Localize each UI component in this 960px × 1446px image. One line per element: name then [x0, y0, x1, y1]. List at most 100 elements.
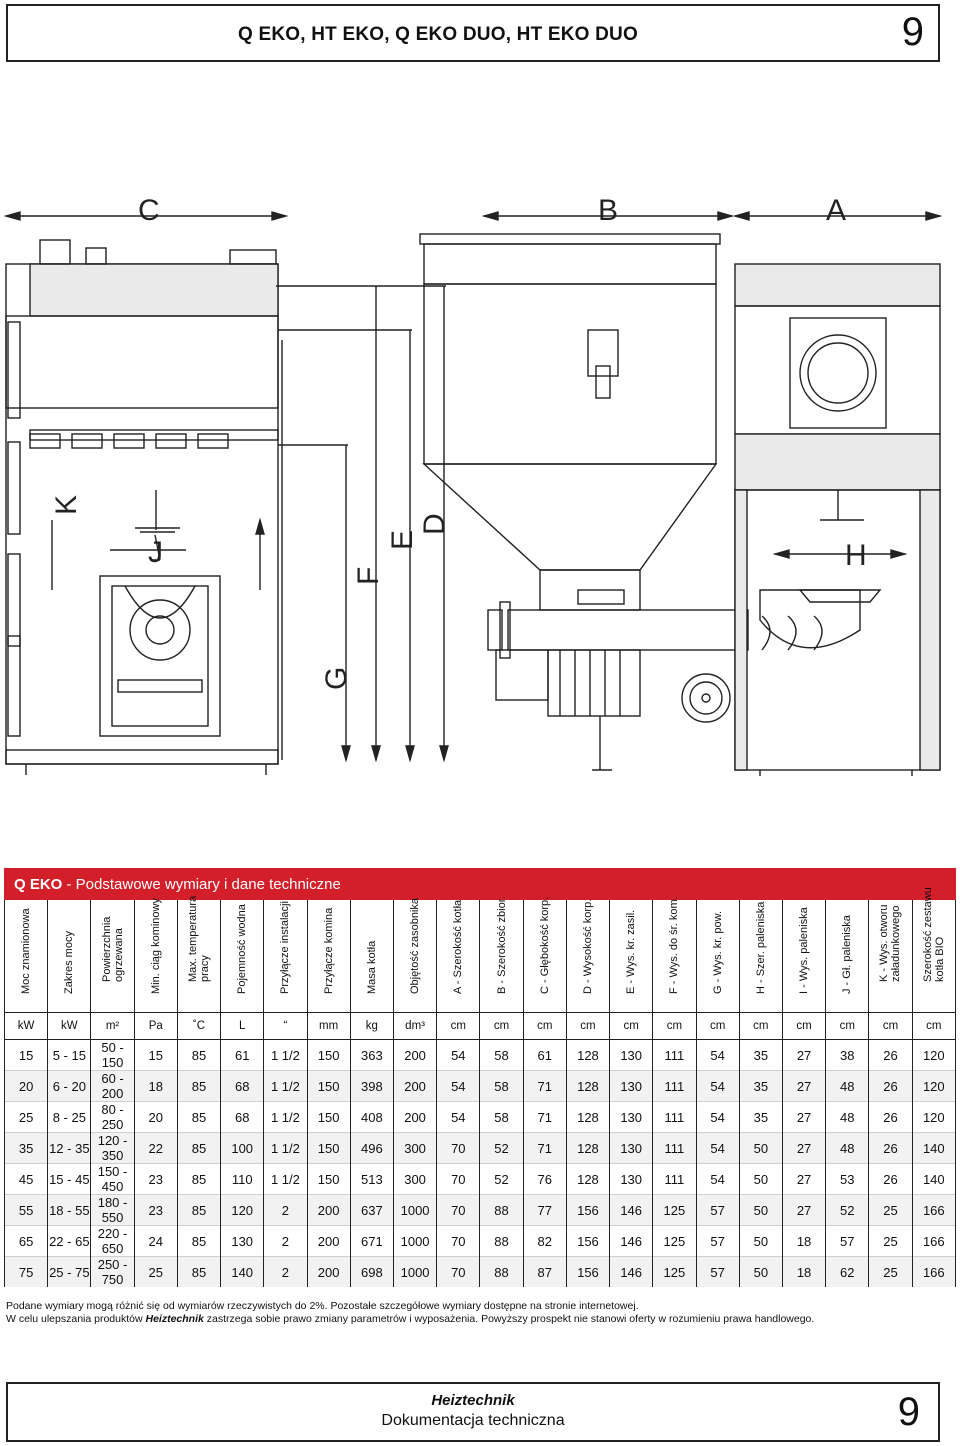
table-cell: 130 [609, 1039, 654, 1071]
table-cell: 54 [695, 1132, 740, 1164]
table-cell: 80 - 250 [90, 1101, 135, 1133]
table-cell: 68 [220, 1070, 265, 1102]
column-header: Min. ciąg kominowy [133, 898, 178, 1013]
column-header: Pojemność wodna [220, 900, 265, 1013]
column-header-label: B - Szerokość zbior. [495, 896, 508, 994]
table-cell: 85 [176, 1070, 222, 1102]
dim-label-e: E [386, 530, 419, 550]
table-cell: 111 [652, 1163, 697, 1195]
table-cell: 128 [565, 1039, 611, 1071]
table-cell: 180 - 550 [90, 1194, 135, 1226]
section-title-rest: - Podstawowe wymiary i dane techniczne [62, 876, 341, 893]
table-cell: 57 [825, 1225, 870, 1257]
footer-page-number: 9 [897, 1390, 920, 1434]
column-header-label: Przyłącze komina [322, 907, 335, 994]
table-cell: 77 [522, 1194, 567, 1226]
table-cell: 70 [436, 1194, 481, 1226]
column-header: Moc znamionowa [3, 900, 49, 1013]
table-cell: 61 [220, 1039, 265, 1071]
table-cell: 130 [609, 1163, 654, 1195]
page-header: Q EKO, HT EKO, Q EKO DUO, HT EKO DUO 9 [6, 4, 940, 62]
table-cell: 50 [738, 1194, 783, 1226]
table-cell: 128 [565, 1101, 611, 1133]
column-header: D - Wysokość korp. [565, 898, 611, 1013]
table-cell: 68 [220, 1101, 265, 1133]
table-cell: 85 [176, 1101, 222, 1133]
table-cell: 24 [133, 1225, 178, 1257]
table-cell: 35 [738, 1070, 783, 1102]
dim-label-g: G [320, 667, 353, 690]
table-cell: 45 [3, 1163, 49, 1195]
dim-label-b: B [598, 194, 618, 227]
table-cell: 26 [868, 1132, 913, 1164]
table-cell: 62 [825, 1256, 870, 1287]
column-header: Masa kotła [349, 900, 394, 1013]
column-header-label: J - Gł. paleniska [841, 915, 854, 994]
section-title-bold: Q EKO [14, 876, 63, 893]
section-title: Q EKO - Podstawowe wymiary i dane techni… [4, 868, 956, 900]
table-cell: 6 - 20 [47, 1070, 92, 1102]
table-cell: 71 [522, 1101, 567, 1133]
dim-label-a: A [826, 194, 846, 227]
page-title: Q EKO, HT EKO, Q EKO DUO, HT EKO DUO [238, 24, 638, 45]
table-cell: 27 [781, 1039, 827, 1071]
table-cell: 220 - 650 [90, 1225, 135, 1257]
table-cell: 76 [522, 1163, 567, 1195]
table-cell: 5 - 15 [47, 1039, 92, 1071]
table-cell: 125 [652, 1256, 697, 1287]
column-header-label: Pojemność wodna [236, 904, 249, 994]
table-cell: 1 1/2 [263, 1101, 308, 1133]
table-cell: 15 - 45 [47, 1163, 92, 1195]
table-cell: 2 [263, 1194, 308, 1226]
table-cell: 27 [781, 1194, 827, 1226]
table-cell: 1000 [392, 1256, 438, 1287]
table-cell: 85 [176, 1039, 222, 1071]
table-cell: 25 - 75 [47, 1256, 92, 1287]
table-cell: 140 [911, 1132, 957, 1164]
table-cell: 200 [306, 1256, 351, 1287]
column-unit: cm [479, 1012, 524, 1040]
table-cell: 57 [695, 1256, 740, 1287]
column-unit: cm [911, 1012, 957, 1040]
table-cell: 363 [349, 1039, 394, 1071]
table-cell: 156 [565, 1256, 611, 1287]
column-header: Zakres mocy [47, 900, 92, 1013]
table-cell: 1 1/2 [263, 1070, 308, 1102]
table-cell: 27 [781, 1070, 827, 1102]
boiler-technical-drawing: C B A H J K G F E D [3, 194, 943, 776]
column-header-label: D - Wysokość korp. [581, 898, 594, 994]
table-cell: 50 [738, 1163, 783, 1195]
table-cell: 408 [349, 1101, 394, 1133]
table-cell: 156 [565, 1194, 611, 1226]
table-cell: 146 [609, 1256, 654, 1287]
table-cell: 35 [738, 1039, 783, 1071]
table-cell: 130 [609, 1132, 654, 1164]
table-cell: 54 [436, 1039, 481, 1071]
table-cell: 57 [695, 1194, 740, 1226]
table-cell: 20 [3, 1070, 49, 1102]
table-cell: 200 [392, 1039, 438, 1071]
table-cell: 18 [781, 1225, 827, 1257]
table-cell: 200 [392, 1101, 438, 1133]
table-cell: 166 [911, 1256, 957, 1287]
table-cell: 20 [133, 1101, 178, 1133]
table-cell: 300 [392, 1132, 438, 1164]
column-unit: cm [652, 1012, 697, 1040]
table-cell: 130 [609, 1070, 654, 1102]
notes: Podane wymiary mogą różnić się od wymiar… [6, 1300, 956, 1326]
table-cell: 200 [306, 1225, 351, 1257]
column-header: E - Wys. kr. zasil. [609, 900, 654, 1013]
table-cell: 54 [436, 1070, 481, 1102]
column-unit: kW [3, 1012, 49, 1040]
column-header-label: Min. ciąg kominowy [149, 898, 162, 994]
column-unit: cm [781, 1012, 827, 1040]
table-cell: 146 [609, 1194, 654, 1226]
